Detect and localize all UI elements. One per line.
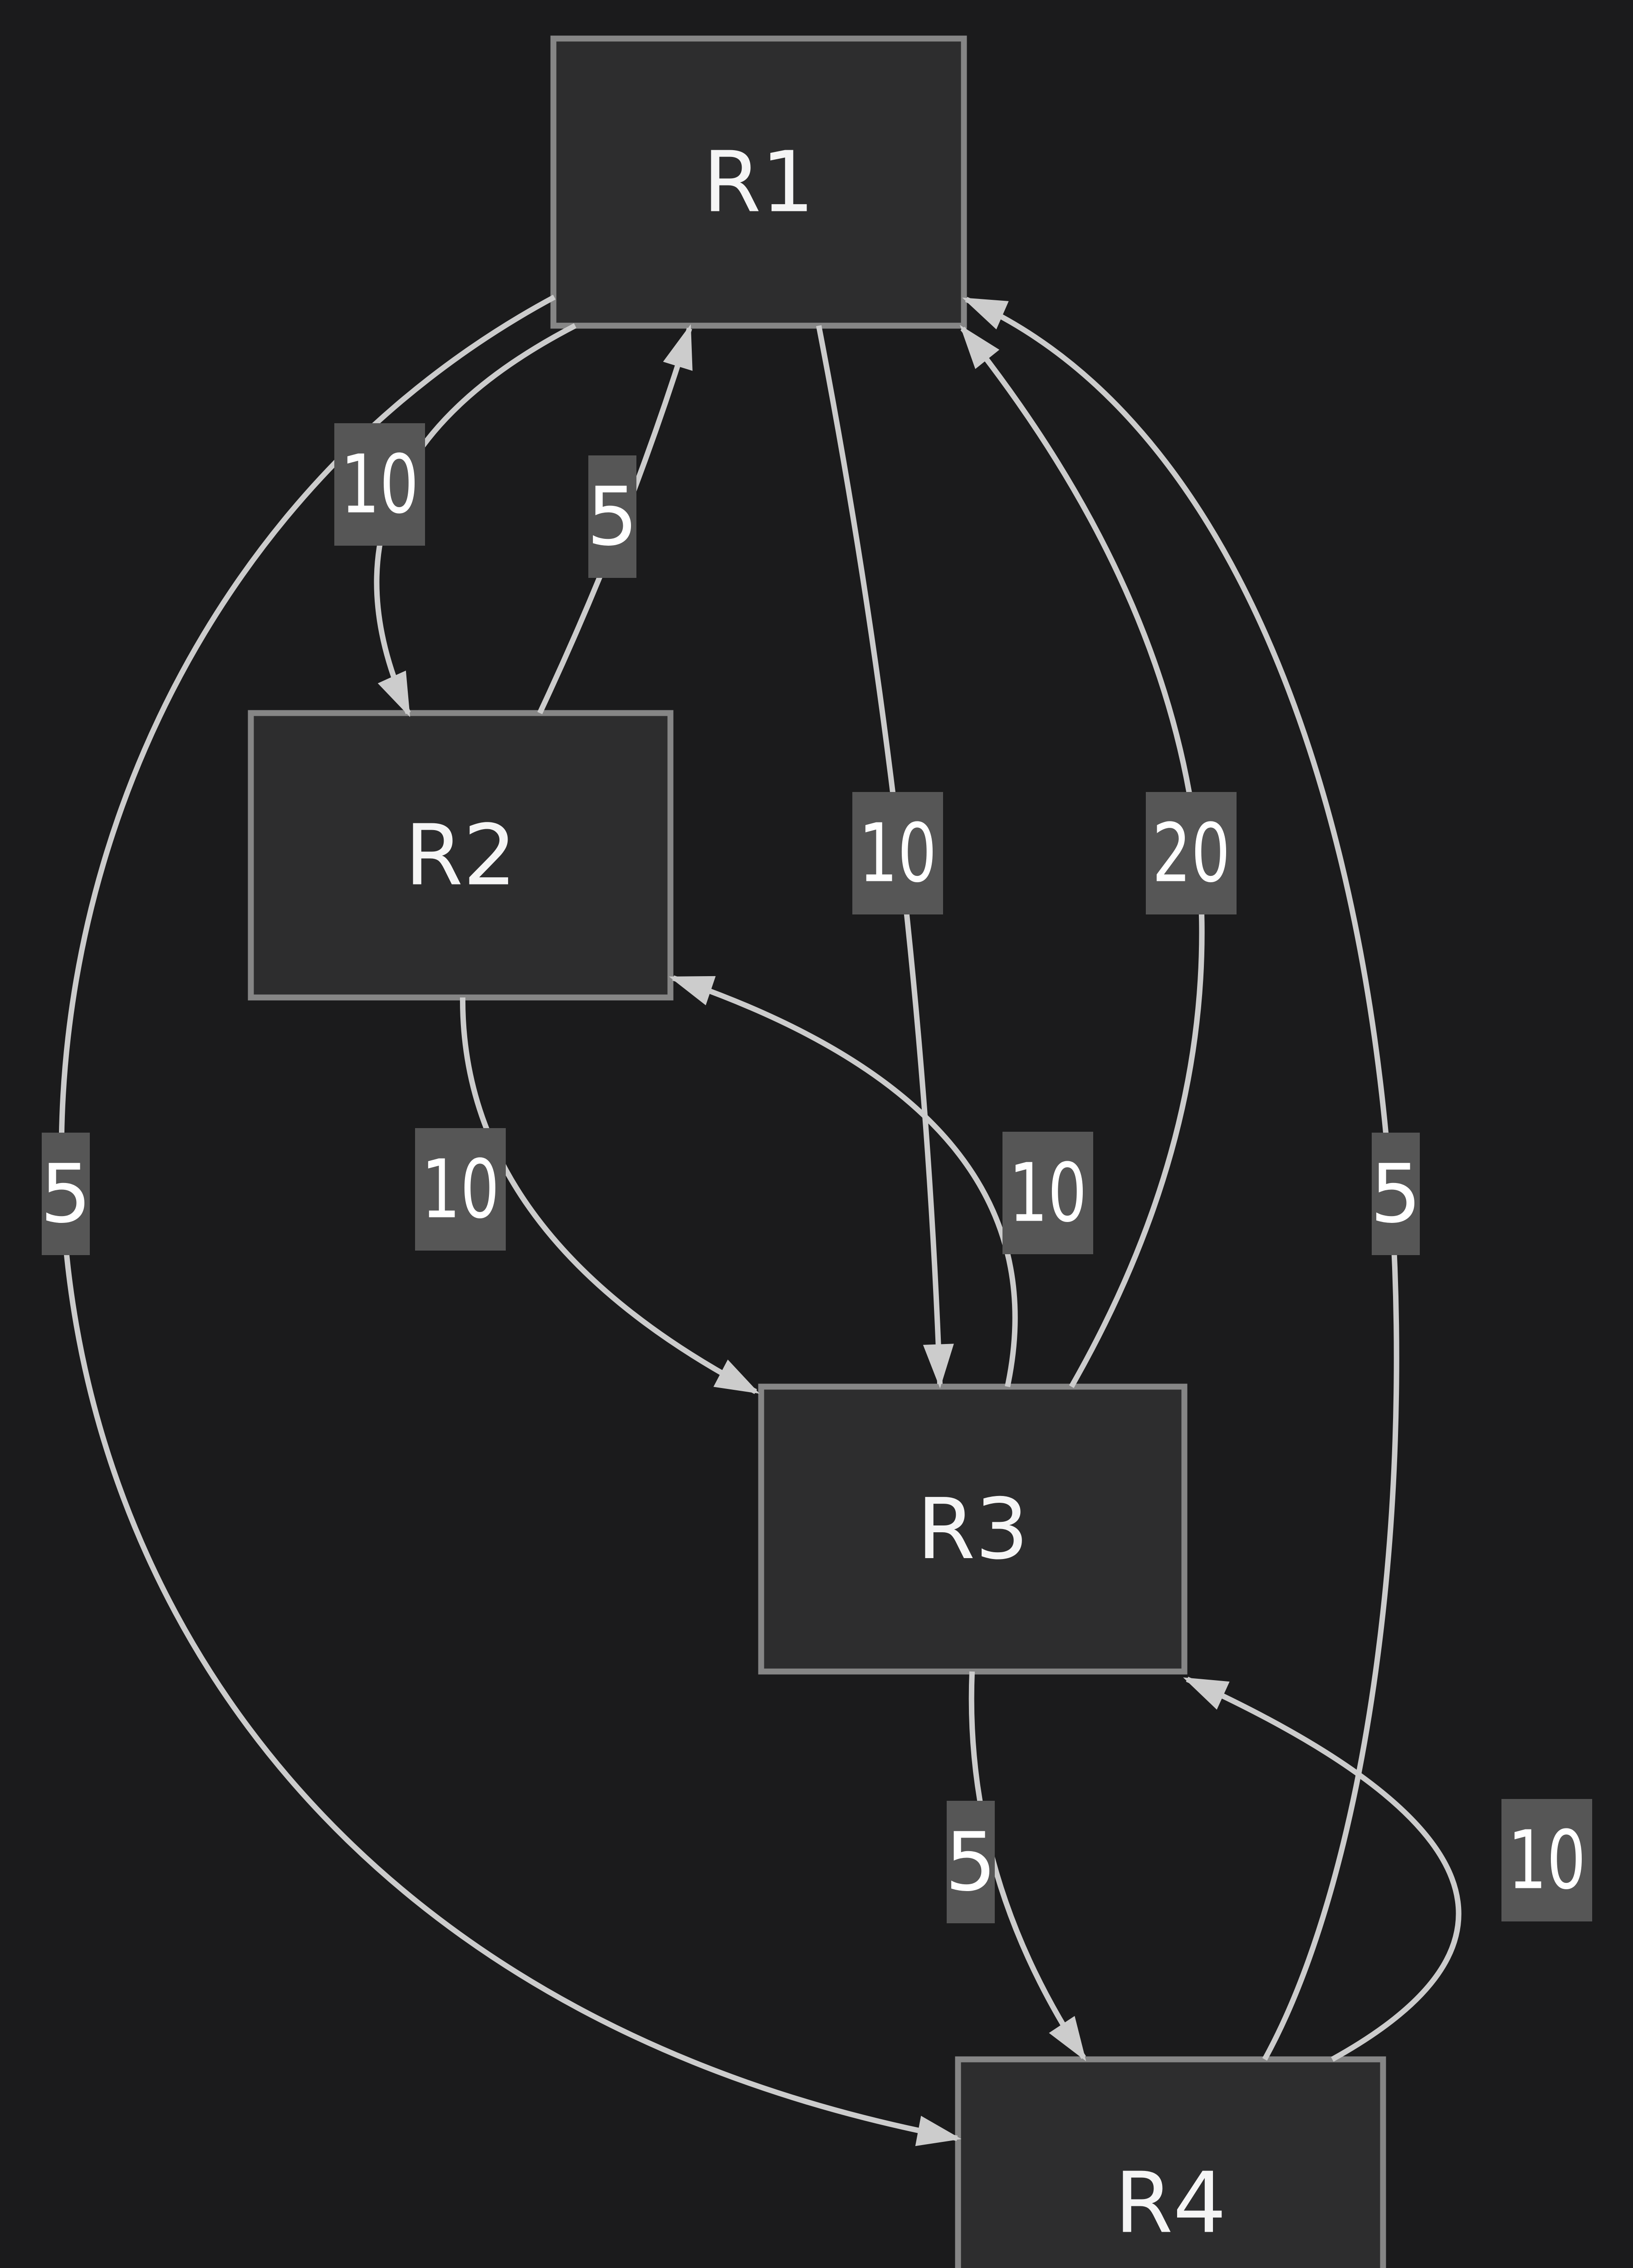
edge-weight-badge <box>852 792 943 914</box>
edge-weight-R2-to-R1: 5 <box>587 455 638 578</box>
node-label-R1: R1 <box>703 133 814 231</box>
edge-labels-layer: 10 5 10 20 5 10 10 5 10 5 <box>40 423 1592 1923</box>
edge-weight-badge <box>415 1128 506 1251</box>
edge-R4-to-R1 <box>962 297 1399 2061</box>
edge-weight-R3-to-R1: 20 <box>1146 792 1237 914</box>
edge-weight-R4-to-R1: 5 <box>1370 1133 1422 1255</box>
edge-weight-text: 5 <box>587 470 638 564</box>
edge-weight-badge <box>1146 792 1237 914</box>
node-R2: R2 <box>248 710 674 1001</box>
edge-weight-R1-to-R3: 10 <box>852 792 943 914</box>
node-rect-R4 <box>955 2056 1386 2268</box>
node-R3: R3 <box>758 1383 1188 1675</box>
edge-weight-R1-to-R2: 10 <box>334 423 425 546</box>
node-rect-R1 <box>550 35 967 329</box>
edge-weight-badge <box>1372 1133 1420 1255</box>
node-label-R2: R2 <box>405 807 516 904</box>
edge-weight-text: 10 <box>1009 1146 1087 1240</box>
edge-weight-R4-to-R3: 10 <box>1501 1799 1592 1921</box>
edge-weight-text: 20 <box>1152 807 1230 900</box>
edge-weight-R3-to-R4: 5 <box>945 1801 997 1923</box>
edge-weight-badge <box>1002 1132 1093 1254</box>
edge-weight-badge <box>42 1133 90 1255</box>
node-label-R3: R3 <box>917 1480 1028 1578</box>
edge-weight-badge <box>334 423 425 546</box>
edge-R1-to-R4 <box>59 294 962 2146</box>
edge-R4-to-R3 <box>1183 1677 1462 2062</box>
node-label-R4: R4 <box>1115 2154 1226 2252</box>
edge-weight-text: 5 <box>945 1815 996 1909</box>
node-R4: R4 <box>955 2056 1386 2268</box>
edge-weight-text: 10 <box>1508 1813 1586 1907</box>
edge-R3-to-R4 <box>968 1671 1086 2062</box>
edge-weight-text: 5 <box>40 1147 91 1241</box>
edge-weight-text: 10 <box>421 1143 499 1237</box>
edge-weight-text: 10 <box>341 438 419 532</box>
edge-weight-text: 10 <box>859 807 937 900</box>
edge-weight-R3-to-R2: 10 <box>1002 1132 1093 1254</box>
edge-R3-to-R2 <box>669 975 1018 1388</box>
edge-weight-badge <box>588 455 636 578</box>
edge-weight-text: 5 <box>1370 1147 1421 1241</box>
edge-R2-to-R3 <box>460 997 760 1394</box>
edge-weight-badge <box>947 1801 995 1923</box>
node-rect-R3 <box>758 1383 1188 1675</box>
node-R1: R1 <box>550 35 967 329</box>
edge-weight-R2-to-R3: 10 <box>415 1128 506 1251</box>
edge-weight-badge <box>1501 1799 1592 1921</box>
node-rect-R2 <box>248 710 674 1001</box>
edge-weight-R1-to-R4: 5 <box>40 1133 92 1255</box>
